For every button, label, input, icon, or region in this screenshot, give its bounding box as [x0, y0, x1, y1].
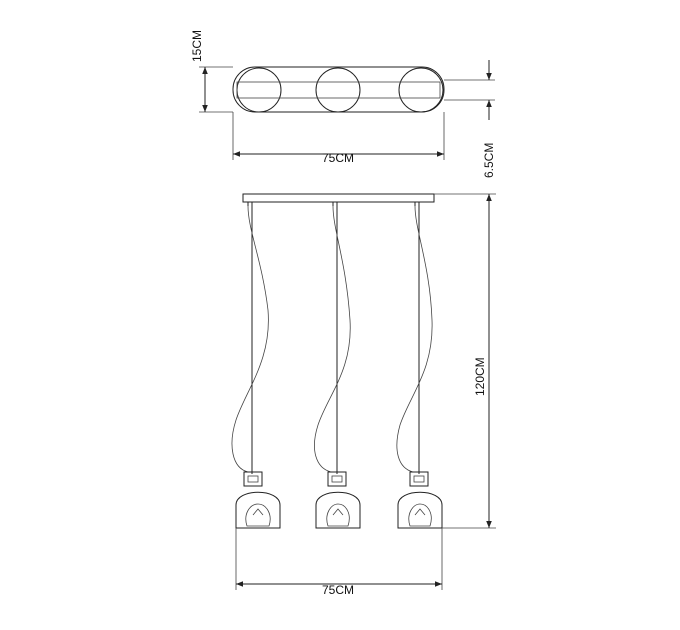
dim-top-height: 15CM: [190, 30, 233, 113]
pendant-right-cable: [396, 205, 433, 473]
pendant-right-socket: [409, 471, 429, 487]
top-view-canopy-strip: [236, 81, 441, 99]
pendant-right-bulb: [408, 503, 432, 527]
pendant-right: [396, 202, 443, 529]
dim-top-width: 75CM: [233, 151, 444, 165]
top-view-shade-middle: [315, 67, 361, 113]
dim-top-height-label: 15CM: [190, 30, 204, 62]
dim-drop-height-label: 120CM: [473, 357, 487, 396]
pendant-middle: [314, 202, 361, 529]
top-view: 15CM 75CM 6.5CM: [190, 30, 496, 178]
dim-top-width-label: 75CM: [322, 151, 354, 165]
pendant-left-cable: [231, 205, 269, 473]
dim-drop-height: 120CM: [434, 193, 496, 529]
pendant-middle-bulb: [326, 503, 350, 527]
top-view-shade-right: [398, 67, 444, 113]
side-view: 120CM 75CM: [231, 193, 496, 597]
dim-canopy-depth: 6.5CM: [444, 60, 496, 178]
pendant-left-bulb: [245, 503, 271, 527]
pendant-left-socket: [243, 471, 263, 487]
top-view-shade-left: [236, 67, 282, 113]
dim-bottom-width-label: 75CM: [322, 583, 354, 597]
pendant-left: [231, 202, 281, 529]
dim-bottom-width: 75CM: [235, 528, 443, 597]
pendant-middle-cable: [314, 205, 351, 473]
dim-canopy-depth-label: 6.5CM: [482, 143, 496, 178]
pendant-middle-shade: [315, 491, 361, 529]
side-view-canopy: [242, 193, 435, 203]
pendant-middle-socket: [327, 471, 347, 487]
top-view-canopy: [232, 66, 445, 113]
pendant-left-shade: [235, 491, 281, 529]
pendant-right-shade: [397, 491, 443, 529]
